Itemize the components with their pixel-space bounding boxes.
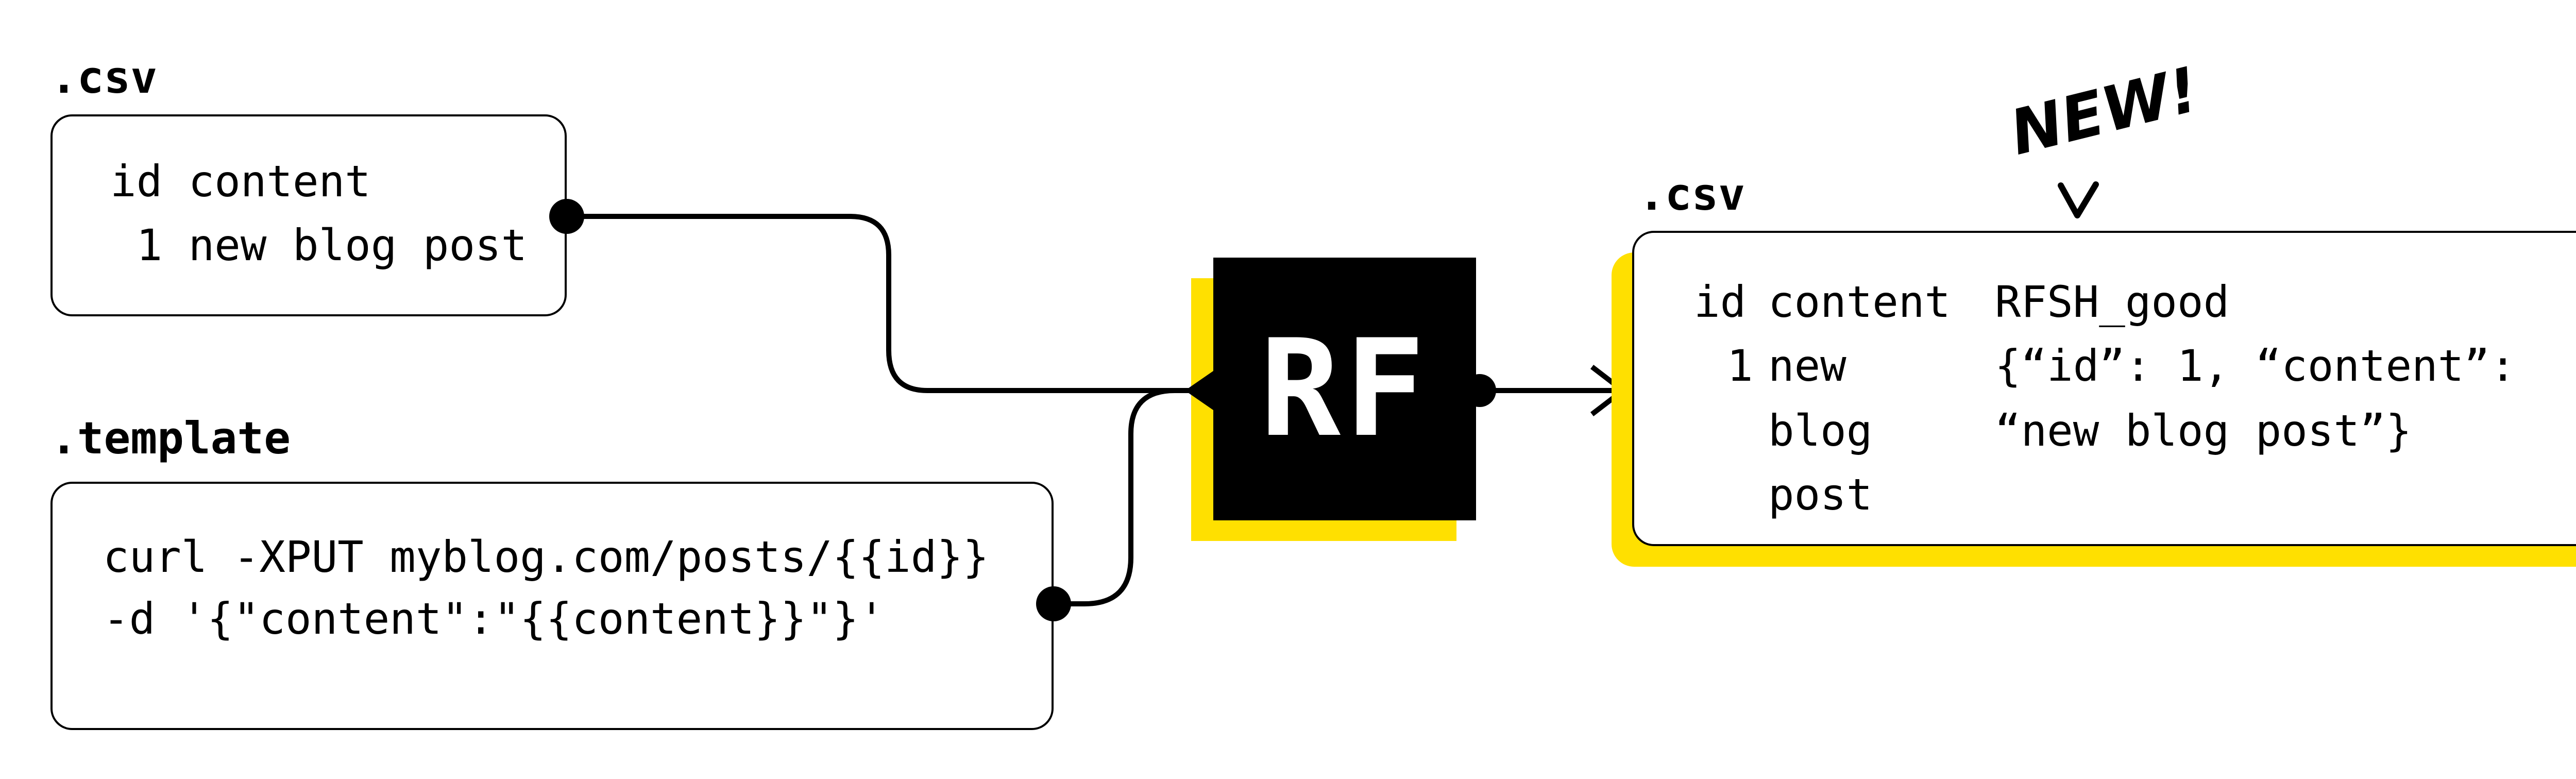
template-label: .template [50, 413, 291, 464]
template-box: curl -XPUT myblog.com/posts/{{id}} -d '{… [50, 482, 1054, 730]
output-col-content-line-2: blog [1768, 405, 1873, 456]
template-to-rf-wire [1054, 388, 1200, 606]
rf-input-port [1185, 371, 1213, 410]
template-line-2: -d '{"content":"{{content}}"}' [103, 594, 885, 644]
output-col-content-header: content [1768, 277, 1951, 327]
new-pointer-icon [2058, 181, 2099, 218]
output-col-content-line-3: post [1768, 469, 1873, 520]
output-col-id-header: id [1694, 277, 1747, 327]
csv-to-rf-wire [567, 214, 1200, 393]
output-col-rfsh-line-1: {“id”: 1, “content”: [1995, 341, 2516, 391]
output-csv-box: id 1 content new blog post RFSH_good {“i… [1632, 231, 2576, 546]
input-csv-row: 1 new blog post [110, 220, 528, 270]
output-col-rfsh-line-2: “new blog post”} [1995, 405, 2412, 456]
input-csv-label: .csv [50, 52, 158, 104]
rf-processor-block: RF [1213, 258, 1476, 520]
input-csv-port [549, 199, 584, 234]
input-csv-header: id content [110, 156, 371, 207]
rf-output-port [1463, 374, 1496, 407]
output-col-rfsh-header: RFSH_good [1995, 277, 2230, 327]
output-csv-label: .csv [1638, 169, 1745, 221]
output-col-id-value: 1 [1727, 341, 1753, 391]
template-port [1036, 586, 1071, 621]
template-line-1: curl -XPUT myblog.com/posts/{{id}} [103, 532, 989, 582]
output-col-content-line-1: new [1768, 341, 1846, 391]
input-csv-box: id content 1 new blog post [50, 114, 567, 316]
